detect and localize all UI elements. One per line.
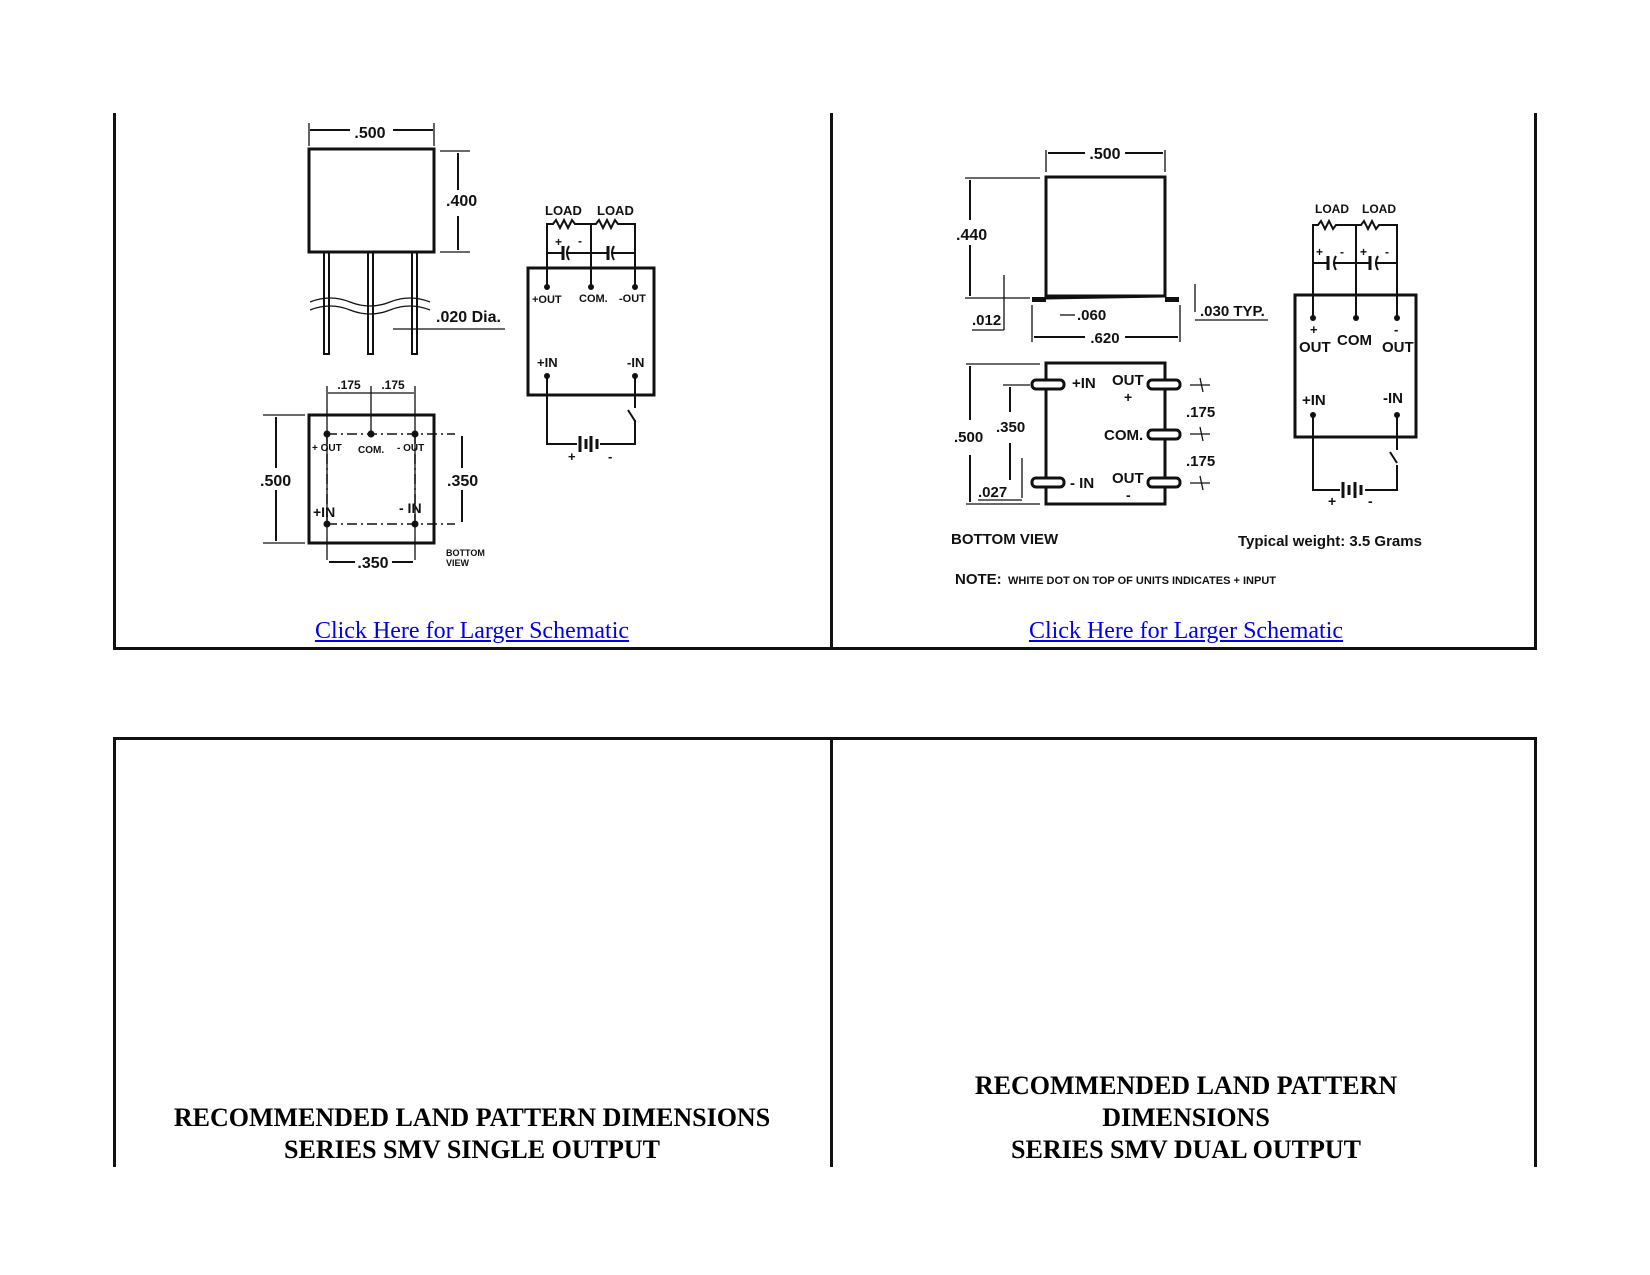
svg-text:LOAD: LOAD: [545, 203, 582, 218]
svg-text:.500: .500: [954, 429, 983, 446]
svg-text:+: +: [555, 235, 562, 249]
svg-text:- IN: - IN: [399, 500, 422, 516]
svg-text:LOAD: LOAD: [1362, 202, 1396, 216]
svg-text:-: -: [1368, 493, 1373, 509]
svg-text:BOTTOM VIEW: BOTTOM VIEW: [951, 531, 1059, 548]
svg-text:.175: .175: [337, 378, 361, 392]
svg-text:-IN: -IN: [627, 355, 644, 370]
svg-text:OUT: OUT: [1112, 372, 1144, 389]
svg-text:+IN: +IN: [1302, 392, 1326, 409]
svg-text:OUT: OUT: [1299, 339, 1331, 356]
svg-text:COM.: COM.: [358, 445, 384, 456]
svg-text:.175: .175: [1186, 404, 1215, 421]
svg-text:+: +: [1316, 245, 1323, 259]
single-output-schematic: LOAD LOAD + - +OUT COM. -OUT +IN -IN + -: [526, 203, 656, 464]
svg-text:LOAD: LOAD: [597, 203, 634, 218]
svg-text:-: -: [1126, 487, 1131, 503]
svg-text:COM.: COM.: [579, 293, 608, 305]
dual-output-bottom-view: +IN OUT + COM. - IN OUT - .175 .175 .500…: [951, 361, 1422, 588]
svg-text:.350: .350: [357, 555, 388, 572]
svg-text:.350: .350: [447, 473, 478, 490]
dual-land-pattern-heading: RECOMMENDED LAND PATTERN DIMENSIONS SERI…: [975, 1070, 1397, 1166]
dual-output-side-view: .500 .440 .012 .060 .030 TYP. .620 .030 …: [956, 146, 1268, 347]
svg-text:.500: .500: [1089, 146, 1120, 163]
svg-text:OUT: OUT: [1382, 339, 1414, 356]
svg-text:-IN: -IN: [1383, 390, 1403, 407]
column-divider: [830, 740, 833, 1167]
single-output-bottom-view: .175 .175 + OUT COM. - OUT +IN - IN .500…: [260, 378, 485, 572]
single-larger-schematic-link[interactable]: Click Here for Larger Schematic: [314, 618, 630, 644]
dual-larger-schematic-link[interactable]: Click Here for Larger Schematic: [1028, 618, 1344, 644]
svg-text:.027: .027: [978, 484, 1007, 501]
svg-text:WHITE DOT ON TOP OF UNITS INDI: WHITE DOT ON TOP OF UNITS INDICATES + IN…: [1008, 575, 1276, 587]
svg-text:.350: .350: [996, 419, 1025, 436]
svg-text:.012: .012: [972, 312, 1001, 329]
schematic-table: [113, 113, 1537, 650]
svg-text:.500: .500: [354, 125, 385, 142]
svg-text:+: +: [1360, 245, 1367, 259]
svg-text:-: -: [1394, 322, 1398, 337]
svg-text:.500: .500: [260, 473, 291, 490]
svg-text:Typical weight: 3.5 Grams: Typical weight: 3.5 Grams: [1238, 533, 1422, 550]
svg-text:-: -: [608, 449, 612, 464]
svg-text:.175: .175: [381, 378, 405, 392]
svg-text:.030 TYP.: .030 TYP.: [1200, 303, 1265, 320]
heading-line: DIMENSIONS: [1102, 1103, 1270, 1132]
svg-text:LOAD: LOAD: [1315, 202, 1349, 216]
svg-text:+: +: [1328, 493, 1336, 509]
single-output-side-view: .500 .400 .020 Dia.: [307, 123, 505, 355]
single-land-pattern-heading: RECOMMENDED LAND PATTERN DIMENSIONS SERI…: [174, 1102, 770, 1166]
heading-line: SERIES SMV SINGLE OUTPUT: [284, 1135, 660, 1164]
heading-line: SERIES SMV DUAL OUTPUT: [1011, 1135, 1361, 1164]
svg-text:VIEW: VIEW: [446, 558, 470, 568]
svg-text:+: +: [568, 449, 576, 464]
svg-text:+IN: +IN: [313, 504, 335, 520]
svg-text:.060: .060: [1077, 307, 1106, 324]
heading-line: RECOMMENDED LAND PATTERN: [974, 1071, 1398, 1100]
svg-text:NOTE:: NOTE:: [955, 571, 1002, 588]
svg-text:- IN: - IN: [1070, 475, 1094, 492]
heading-line: RECOMMENDED LAND PATTERN DIMENSIONS: [173, 1103, 771, 1132]
land-pattern-table: [113, 737, 1537, 1167]
svg-text:+IN: +IN: [1072, 375, 1096, 392]
dual-output-schematic: LOAD LOAD +- +- + OUT COM - OUT +IN -IN …: [1293, 202, 1418, 509]
svg-text:+: +: [1124, 389, 1132, 405]
svg-text:-: -: [1340, 245, 1344, 259]
svg-text:-: -: [1385, 245, 1389, 259]
svg-text:OUT: OUT: [1112, 470, 1144, 487]
svg-text:COM.: COM.: [1104, 427, 1143, 444]
column-divider: [830, 113, 833, 647]
svg-text:-OUT: -OUT: [619, 293, 646, 305]
svg-text:COM: COM: [1337, 332, 1372, 349]
svg-text:+ OUT: + OUT: [312, 443, 342, 454]
svg-text:.440: .440: [956, 227, 987, 244]
svg-text:.620: .620: [1090, 330, 1119, 347]
svg-text:- OUT: - OUT: [397, 443, 424, 454]
svg-text:.020 Dia.: .020 Dia.: [436, 309, 501, 326]
svg-text:+IN: +IN: [537, 355, 558, 370]
svg-text:.400: .400: [446, 193, 477, 210]
svg-text:.175: .175: [1186, 453, 1215, 470]
svg-text:BOTTOM: BOTTOM: [446, 548, 485, 558]
svg-text:+: +: [1310, 322, 1318, 337]
svg-text:+OUT: +OUT: [532, 294, 562, 306]
svg-text:-: -: [578, 234, 582, 248]
